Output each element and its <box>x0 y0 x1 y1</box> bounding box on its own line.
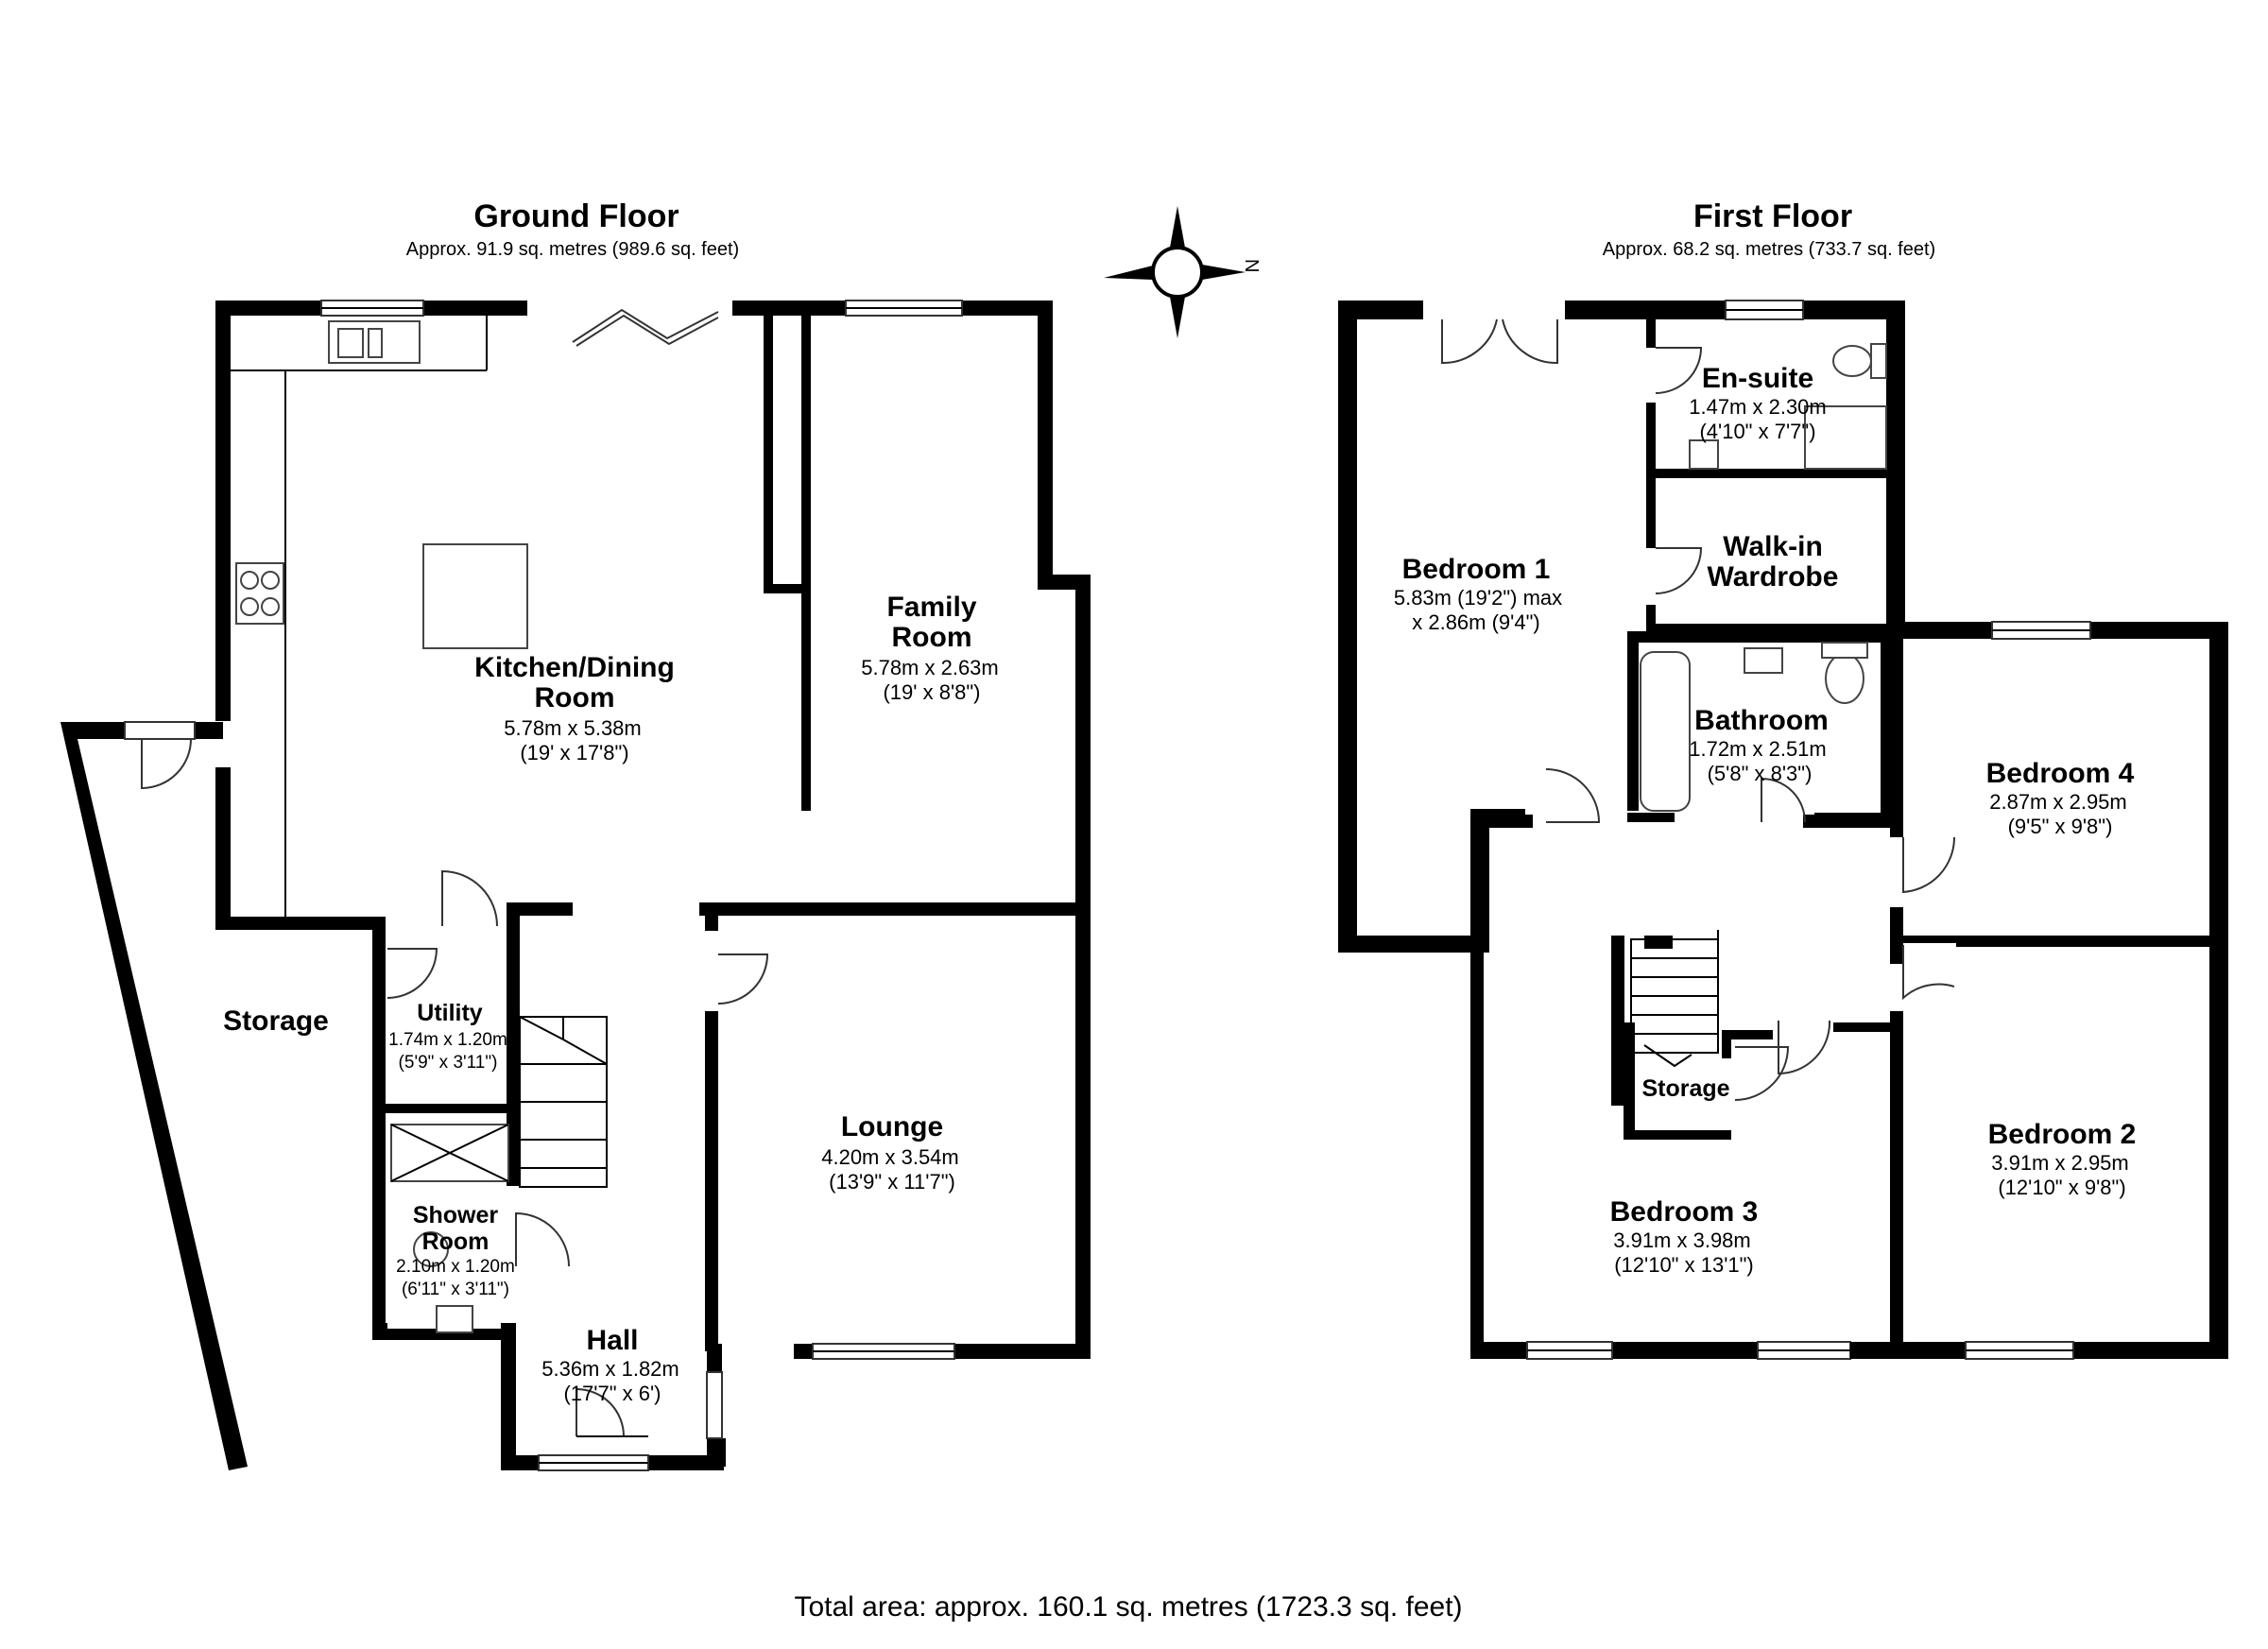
ensuite-toilet-icon <box>1832 345 1872 377</box>
family-dim-1: 5.78m x 2.63m <box>861 656 999 679</box>
bedroom2-dim-1: 3.91m x 2.95m <box>1991 1151 2129 1175</box>
kitchen-dim-1: 5.78m x 5.38m <box>504 716 642 740</box>
bedroom2-name: Bedroom 2 <box>1988 1119 2137 1150</box>
first-floor-area: Approx. 68.2 sq. metres (733.7 sq. feet) <box>1603 239 1935 260</box>
shower-name-1: Shower <box>413 1202 499 1228</box>
first-storage-name: Storage <box>1641 1075 1729 1102</box>
first-floor-walls <box>1338 301 2228 1359</box>
hall-dim-1: 5.36m x 1.82m <box>541 1357 679 1381</box>
ground-floor-area: Approx. 91.9 sq. metres (989.6 sq. feet) <box>406 239 739 260</box>
bathroom-dim-1: 1.72m x 2.51m <box>1689 737 1827 761</box>
kitchen-island <box>422 543 528 649</box>
first-floor-plan: First Floor Approx. 68.2 sq. metres (733… <box>1338 198 2228 1360</box>
ensuite-shower-icon <box>1804 405 1887 470</box>
bedroom4-dim-2: (9'5" x 9'8") <box>2008 815 2113 838</box>
shower-name-2: Room <box>422 1228 490 1255</box>
ground-windows <box>124 300 963 1471</box>
kitchen-name-2: Room <box>535 682 615 713</box>
shower-fixtures <box>390 1124 509 1333</box>
family-name-1: Family <box>886 592 976 623</box>
bedroom1-french-doors <box>1441 318 1558 365</box>
compass-needle <box>1170 206 1185 248</box>
shower-dim-1: 2.10m x 1.20m <box>396 1257 515 1277</box>
hall-dim-2: (17'7" x 6') <box>563 1382 661 1405</box>
bathroom-fixtures <box>1640 642 1868 812</box>
bathroom-basin-icon <box>1744 647 1783 674</box>
bedroom1-name: Bedroom 1 <box>1402 554 1551 585</box>
kitchen-dim-2: (19' x 17'8") <box>520 741 628 764</box>
storage-leanto-walls <box>60 722 248 1470</box>
bath-icon <box>1640 651 1691 812</box>
lounge-dim-1: 4.20m x 3.54m <box>821 1145 959 1169</box>
ground-floor-walls <box>215 301 1091 1470</box>
ground-floor-plan: Ground Floor Approx. 91.9 sq. metres (98… <box>60 198 1091 1471</box>
first-floor-title: First Floor <box>1693 198 1852 234</box>
kitchen-name-1: Kitchen/Dining <box>474 652 675 683</box>
hob-icon <box>235 562 284 625</box>
bedroom3-dim-2: (12'10" x 13'1") <box>1614 1253 1754 1277</box>
bedroom1-dim-2: x 2.86m (9'4") <box>1412 610 1540 634</box>
shower-dim-2: (6'11" x 3'11") <box>402 1280 509 1299</box>
total-area: Total area: approx. 160.1 sq. metres (17… <box>794 1591 1462 1623</box>
compass-rose: N <box>1104 206 1262 338</box>
ensuite-dim-2: (4'10" x 7'7") <box>1699 420 1815 443</box>
bathroom-dim-2: (5'8" x 8'3") <box>1708 762 1813 785</box>
lounge-dim-2: (13'9" x 11'7") <box>829 1170 955 1194</box>
bathroom-name: Bathroom <box>1694 705 1829 736</box>
kitchen-units <box>231 316 528 917</box>
ground-stairs <box>519 1016 608 1188</box>
bedroom4-name: Bedroom 4 <box>1986 758 2135 789</box>
family-name-2: Room <box>892 622 972 653</box>
lounge-name: Lounge <box>841 1111 943 1142</box>
hall-name: Hall <box>586 1325 638 1356</box>
first-stairs <box>1630 930 1719 1068</box>
toilet-icon <box>413 1231 449 1267</box>
compass-north-label: N <box>1241 259 1262 272</box>
utility-name: Utility <box>417 1000 483 1026</box>
utility-dim-1: 1.74m x 1.20m <box>388 1030 507 1050</box>
ensuite-dim-1: 1.47m x 2.30m <box>1689 395 1827 419</box>
storage-name: Storage <box>223 1005 329 1037</box>
bedroom4-dim-1: 2.87m x 2.95m <box>1989 790 2127 814</box>
basin-icon <box>436 1305 473 1333</box>
ground-room-labels: Kitchen/Dining Room 5.78m x 5.38m (19' x… <box>223 592 999 1405</box>
utility-dim-2: (5'9" x 3'11") <box>399 1053 498 1073</box>
ensuite-basin-icon <box>1689 439 1719 470</box>
ground-floor-title: Ground Floor <box>473 198 679 234</box>
bedroom3-name: Bedroom 3 <box>1610 1196 1759 1228</box>
first-room-labels: En-suite 1.47m x 2.30m (4'10" x 7'7") Wa… <box>1394 363 2137 1277</box>
first-doors <box>1545 768 1956 1101</box>
bifold-door <box>572 308 719 343</box>
bedroom3-dim-1: 3.91m x 3.98m <box>1613 1228 1751 1252</box>
bedroom2-dim-2: (12'10" x 9'8") <box>1998 1176 2125 1199</box>
wardrobe-name-2: Wardrobe <box>1708 561 1839 593</box>
bathroom-toilet-icon <box>1825 653 1864 704</box>
wardrobe-name-1: Walk-in <box>1723 531 1823 562</box>
family-dim-2: (19' x 8'8") <box>883 680 980 704</box>
first-windows <box>1526 300 2091 1360</box>
bedroom1-dim-1: 5.83m (19'2") max <box>1394 586 1562 610</box>
ensuite-fixtures <box>1655 343 1887 470</box>
ensuite-name: En-suite <box>1702 363 1813 394</box>
ground-doors <box>141 738 769 1437</box>
